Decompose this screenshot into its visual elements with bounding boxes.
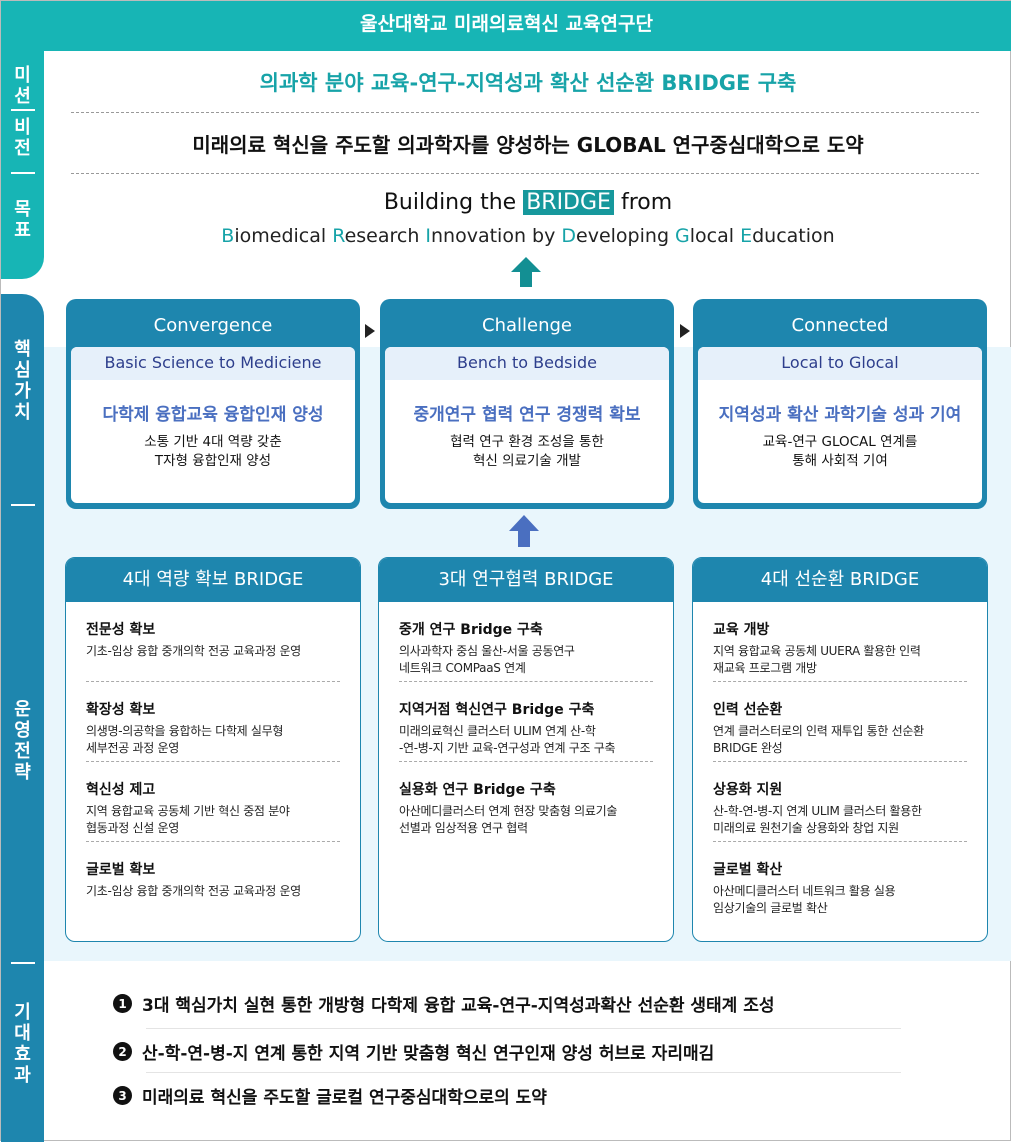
vision-text: 미래의료 혁신을 주도할 의과학자를 양성하는 GLOBAL 연구중심대학으로 … — [192, 133, 864, 157]
card-heading: 지역성과 확산 과학기술 성과 기여 — [718, 405, 962, 425]
goal-subtitle: Biomedical Research Innovation by Develo… — [221, 225, 835, 247]
card-subtitle: Bench to Bedside — [385, 347, 669, 380]
card-title: 4대 선순환 BRIDGE — [693, 558, 987, 602]
page-header: 울산대학교 미래의료혁신 교육연구단 — [1, 1, 1011, 51]
arrow-up-icon — [509, 515, 539, 547]
value-card-connected: Connected Local to Glocal 지역성과 확산 과학기술 성과… — [693, 299, 987, 509]
number-badge-icon: 3 — [113, 1086, 132, 1105]
divider — [146, 1028, 901, 1029]
card-heading: 중개연구 협력 연구 경쟁력 확보 — [413, 405, 641, 425]
divider — [11, 109, 35, 111]
arrow-right-icon — [365, 324, 375, 338]
divider — [146, 1072, 901, 1073]
card-subtitle: Local to Glocal — [698, 347, 982, 380]
divider — [71, 173, 979, 174]
arrow-right-icon — [680, 324, 690, 338]
value-card-challenge: Challenge Bench to Bedside 중개연구 협력 연구 경쟁력… — [380, 299, 674, 509]
divider — [11, 962, 35, 964]
card-title: 4대 역량 확보 BRIDGE — [66, 558, 360, 602]
card-title: Challenge — [482, 315, 572, 336]
divider — [11, 504, 35, 506]
arrow-up-icon — [511, 257, 541, 287]
card-subtitle: Basic Science to Mediciene — [71, 347, 355, 380]
card-title: Convergence — [153, 315, 273, 336]
mission-text: 의과학 분야 교육-연구-지역성과 확산 선순환 BRIDGE 구축 — [259, 71, 797, 95]
divider — [71, 112, 979, 113]
number-badge-icon: 1 — [113, 994, 132, 1013]
goal-title: Building the BRIDGE from — [383, 190, 673, 215]
card-heading: 다학제 융합교육 융합인재 양성 — [102, 405, 324, 425]
card-title: 3대 연구협력 BRIDGE — [379, 558, 673, 602]
divider — [11, 172, 35, 174]
value-card-convergence: Convergence Basic Science to Mediciene 다학… — [66, 299, 360, 509]
card-title: Connected — [791, 315, 889, 336]
number-badge-icon: 2 — [113, 1042, 132, 1061]
